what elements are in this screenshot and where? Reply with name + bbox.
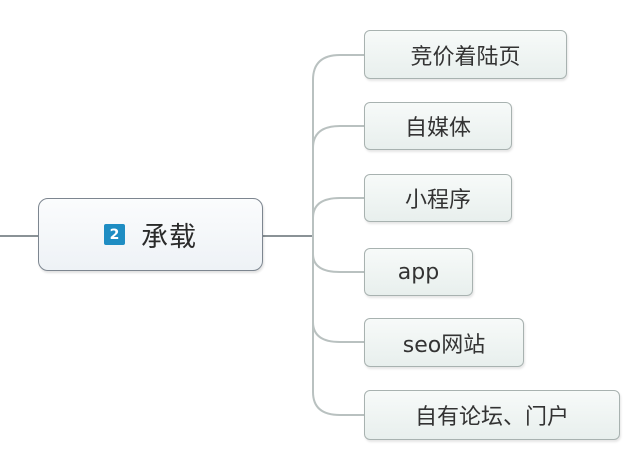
- subtopic-landing-page[interactable]: 竞价着陆页: [364, 30, 567, 79]
- subtopic-app[interactable]: app: [364, 248, 473, 296]
- subtopic-label: 自有论坛、门户: [414, 405, 569, 430]
- subtopic-label: app: [397, 259, 440, 285]
- subtopic-forum-portal[interactable]: 自有论坛、门户: [364, 390, 620, 440]
- subtopic-label: 自媒体: [404, 116, 471, 141]
- priority-badge-icon: 2: [104, 224, 125, 245]
- central-topic-label: 承载: [141, 222, 197, 253]
- subtopic-self-media[interactable]: 自媒体: [364, 102, 512, 150]
- subtopic-label: seo网站: [402, 332, 486, 358]
- central-topic[interactable]: 2 承载: [38, 198, 263, 271]
- subtopic-seo-site[interactable]: seo网站: [364, 318, 524, 367]
- subtopic-label: 小程序: [404, 188, 471, 213]
- subtopic-mini-program[interactable]: 小程序: [364, 174, 512, 222]
- subtopic-label: 竞价着陆页: [410, 44, 521, 70]
